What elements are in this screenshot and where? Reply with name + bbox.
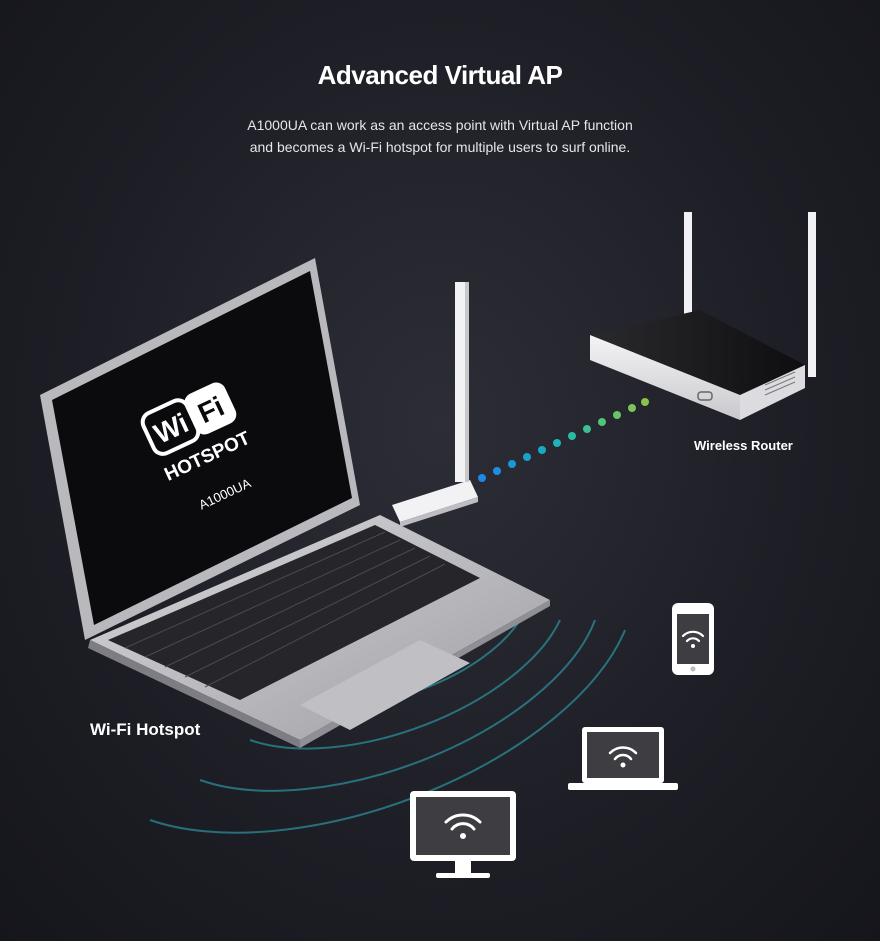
router-label: Wireless Router: [694, 438, 793, 453]
signal-dots: [478, 398, 649, 482]
subtitle-line-1: A1000UA can work as an access point with…: [247, 117, 633, 133]
laptop-client-icon: [568, 727, 678, 790]
router-icon: [590, 212, 816, 420]
usb-adapter-icon: [392, 282, 478, 527]
page-subtitle: A1000UA can work as an access point with…: [190, 114, 690, 158]
page-title: Advanced Virtual AP: [317, 60, 563, 90]
wifi-icon: [444, 813, 482, 831]
laptop-icon: [40, 258, 550, 748]
hotspot-label: Wi-Fi Hotspot: [90, 720, 201, 739]
smartphone-icon: [672, 603, 714, 675]
wifi-icon: [608, 746, 638, 761]
subtitle-line-2: and becomes a Wi-Fi hotspot for multiple…: [249, 139, 631, 155]
monitor-icon: [410, 791, 516, 878]
wifi-icon: [681, 630, 705, 643]
